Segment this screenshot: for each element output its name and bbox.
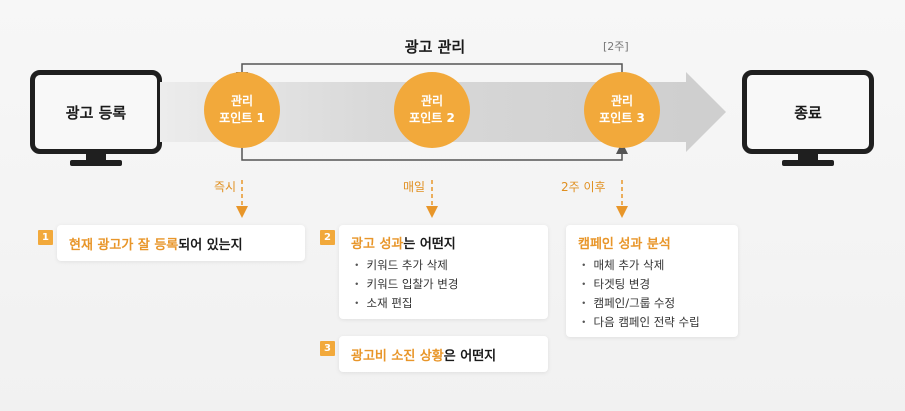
card-3: 광고비 소진 상황은 어떤지 bbox=[339, 336, 548, 372]
list-item: 소재 편집 bbox=[351, 294, 548, 313]
monitor-base bbox=[782, 160, 834, 166]
end-label: 종료 bbox=[742, 70, 874, 154]
list-item: 캠페인/그룹 수정 bbox=[578, 294, 738, 313]
card-1-number-badge: 1 bbox=[38, 230, 53, 245]
card-2-highlight: 광고 성과 bbox=[351, 237, 404, 252]
point-2-line1: 관리 bbox=[420, 94, 444, 108]
card-3-highlight: 광고비 소진 상황 bbox=[351, 349, 444, 364]
point-2-line2: 포인트 2 bbox=[409, 111, 455, 125]
start-label: 광고 등록 bbox=[30, 70, 162, 154]
management-point-1: 관리 포인트 1 bbox=[204, 72, 280, 148]
campaign-analysis-heading: 캠페인 성과 분석 bbox=[578, 233, 738, 252]
card-3-rest: 은 어떤지 bbox=[443, 349, 497, 364]
card-2-rest: 는 어떤지 bbox=[403, 237, 456, 252]
card-2-heading: 광고 성과는 어떤지 bbox=[351, 233, 548, 252]
monitor-neck bbox=[798, 152, 818, 162]
point-3-line2: 포인트 3 bbox=[599, 111, 645, 125]
timing-label-3: 2주 이후 bbox=[561, 180, 606, 194]
list-item: 다음 캠페인 전략 수립 bbox=[578, 313, 738, 332]
point-1-line2: 포인트 1 bbox=[219, 111, 265, 125]
monitor-base bbox=[70, 160, 122, 166]
card-2-bullet-list: 키워드 추가 삭제 키워드 입찰가 변경 소재 편집 bbox=[351, 256, 548, 313]
period-label: [2주] bbox=[603, 40, 629, 53]
point-3-line1: 관리 bbox=[610, 94, 634, 108]
monitor-neck bbox=[86, 152, 106, 162]
card-2: 광고 성과는 어떤지 키워드 추가 삭제 키워드 입찰가 변경 소재 편집 bbox=[339, 225, 548, 319]
card-3-heading: 광고비 소진 상황은 어떤지 bbox=[351, 345, 548, 364]
list-item: 키워드 추가 삭제 bbox=[351, 256, 548, 275]
card-campaign-analysis: 캠페인 성과 분석 매체 추가 삭제 타겟팅 변경 캠페인/그룹 수정 다음 캠… bbox=[566, 225, 738, 337]
timing-label-1: 즉시 bbox=[214, 180, 237, 194]
list-item: 타겟팅 변경 bbox=[578, 275, 738, 294]
list-item: 매체 추가 삭제 bbox=[578, 256, 738, 275]
card-1: 현재 광고가 잘 등록되어 있는지 bbox=[57, 225, 305, 261]
campaign-analysis-bullet-list: 매체 추가 삭제 타겟팅 변경 캠페인/그룹 수정 다음 캠페인 전략 수립 bbox=[578, 256, 738, 332]
management-point-2: 관리 포인트 2 bbox=[394, 72, 470, 148]
card-3-number-badge: 3 bbox=[320, 341, 335, 356]
diagram-title: 광고 관리 bbox=[404, 38, 466, 56]
point-1-line1: 관리 bbox=[230, 94, 254, 108]
loop-bottom-line bbox=[241, 142, 628, 161]
card-2-number-badge: 2 bbox=[320, 230, 335, 245]
loop-top-line bbox=[236, 63, 623, 84]
card-1-rest: 되어 있는지 bbox=[178, 238, 243, 253]
timing-label-2: 매일 bbox=[403, 180, 426, 194]
timeline-arrow-head bbox=[686, 72, 726, 152]
management-point-3: 관리 포인트 3 bbox=[584, 72, 660, 148]
card-1-heading: 현재 광고가 잘 등록되어 있는지 bbox=[69, 234, 305, 253]
card-1-highlight: 현재 광고가 잘 등록 bbox=[69, 238, 179, 253]
campaign-analysis-highlight: 캠페인 성과 분석 bbox=[578, 237, 671, 252]
end-monitor: 종료 bbox=[742, 70, 874, 170]
list-item: 키워드 입찰가 변경 bbox=[351, 275, 548, 294]
start-monitor: 광고 등록 bbox=[30, 70, 162, 170]
